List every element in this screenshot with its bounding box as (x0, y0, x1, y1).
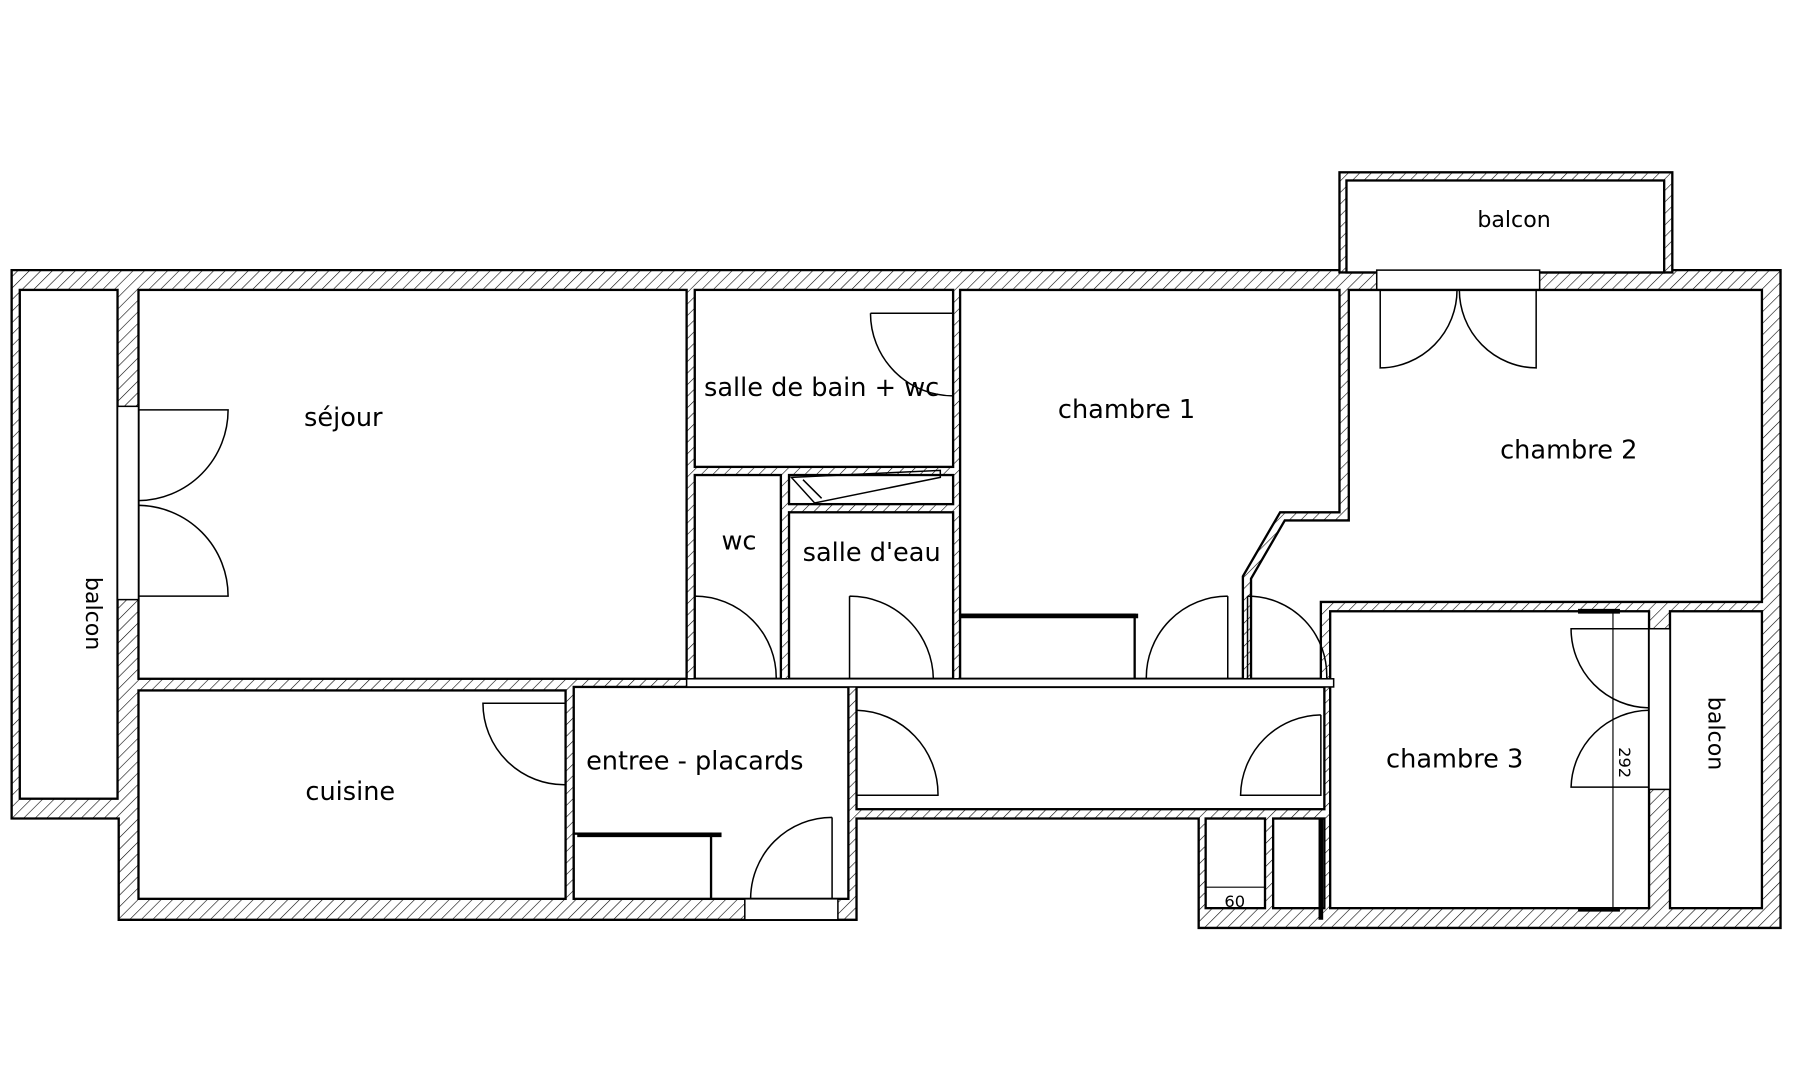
corridor (855, 685, 1326, 811)
room-sejour (137, 288, 688, 680)
dimension-60: 60 (1205, 886, 1266, 911)
label-cuisine: cuisine (305, 777, 395, 807)
label-wc: wc (721, 527, 756, 557)
dimension-292-label: 292 (1615, 747, 1634, 778)
shower-tray (789, 469, 942, 504)
label-chambre-2: chambre 2 (1500, 436, 1637, 466)
room-chambre-3 (1329, 610, 1651, 910)
label-balcon-left: balcon (80, 577, 106, 650)
room-salle-de-bain (693, 288, 955, 469)
dimension-292: 292 (1578, 608, 1634, 912)
room-cuisine (137, 689, 567, 901)
room-wc (693, 473, 783, 680)
closet-small-1 (1204, 817, 1267, 910)
label-balcon-right: balcon (1702, 697, 1728, 770)
doors (116, 289, 1671, 921)
closet-chambre-1 (958, 613, 1136, 680)
label-chambre-3: chambre 3 (1386, 744, 1523, 774)
balcony-opening (1375, 269, 1541, 291)
label-chambre-1: chambre 1 (1058, 395, 1195, 425)
closet-small-2 (1271, 817, 1326, 910)
dimension-60-label: 60 (1224, 892, 1245, 911)
label-sejour: séjour (304, 403, 383, 433)
closet-entree (572, 832, 713, 901)
label-salle-eau: salle d'eau (803, 538, 941, 568)
label-entree: entree - placards (586, 747, 803, 777)
room-salle-eau (787, 511, 955, 680)
label-balcon-top: balcon (1477, 207, 1550, 233)
left-balcony (18, 288, 119, 800)
right-balcony (1668, 610, 1764, 910)
label-salle-de-bain: salle de bain + wc (704, 373, 939, 403)
